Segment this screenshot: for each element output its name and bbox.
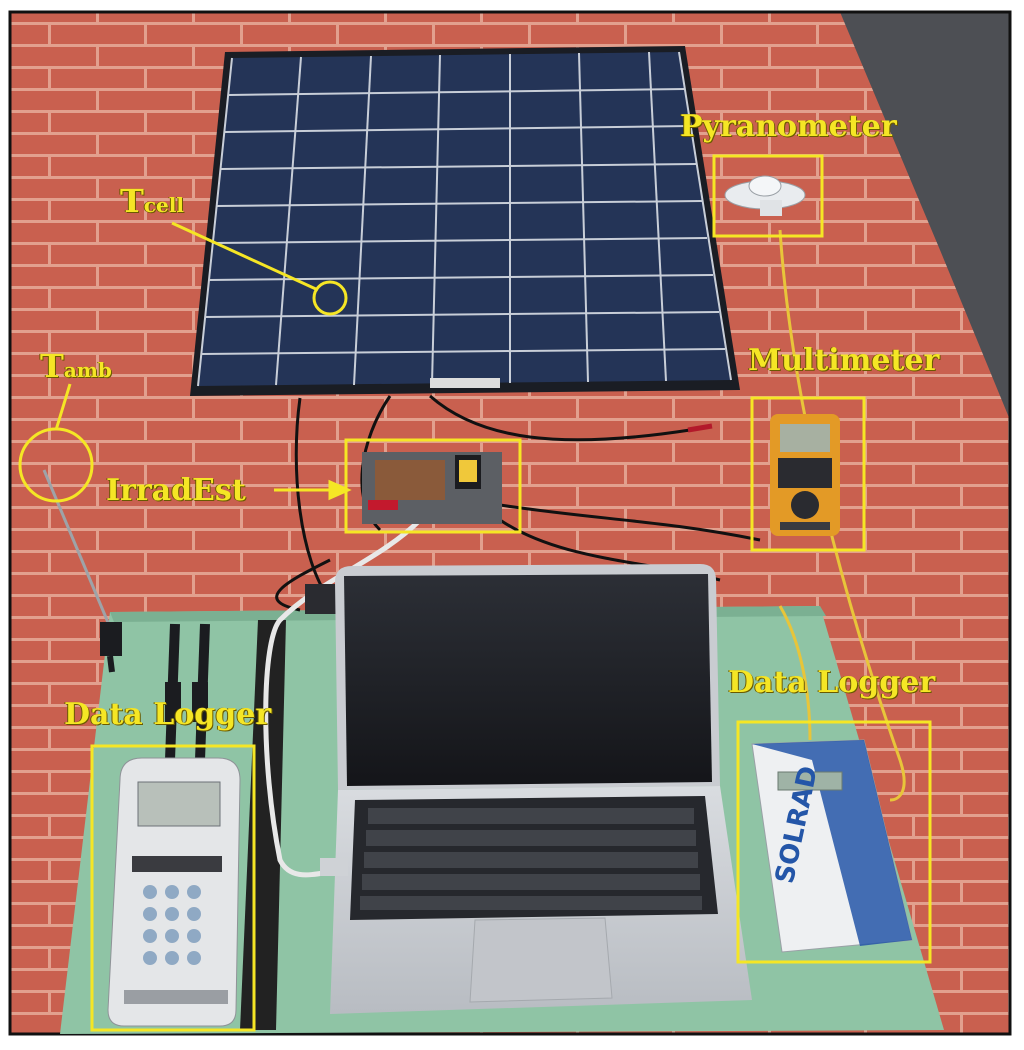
- tcell-label: Tcell: [120, 185, 184, 217]
- usb-cable: [263, 518, 422, 878]
- tamb-label-sub: amb: [63, 358, 112, 382]
- pyranometer-label: Pyranometer: [680, 109, 897, 144]
- photo-frame: [8, 10, 1012, 1036]
- tamb-label: Tamb: [40, 350, 112, 382]
- tcell-label-sub: cell: [143, 193, 184, 217]
- laptop: [320, 564, 752, 1014]
- data-logger-right-label: Data Logger: [728, 665, 936, 700]
- red-probe: [687, 423, 713, 433]
- pyranometer-device: [724, 175, 806, 216]
- thermometer-probe: [42, 469, 122, 673]
- asphalt-area: [840, 12, 1010, 420]
- annotations: [18, 154, 932, 1032]
- handheld-logger: [107, 623, 241, 1027]
- irradest-label: IrradEst: [106, 473, 246, 508]
- tamb-label-main: T: [40, 347, 64, 385]
- solar-panel: [190, 46, 740, 396]
- multimeter-label: Multimeter: [748, 343, 940, 378]
- solrad-logger: [751, 739, 913, 953]
- yellow-cable: [778, 229, 906, 802]
- tcell-label-main: T: [120, 182, 144, 220]
- multimeter-device: [770, 414, 840, 536]
- data-logger-left-label: Data Logger: [64, 697, 272, 732]
- irradest-board: [362, 452, 502, 524]
- black-strip: [240, 620, 286, 1030]
